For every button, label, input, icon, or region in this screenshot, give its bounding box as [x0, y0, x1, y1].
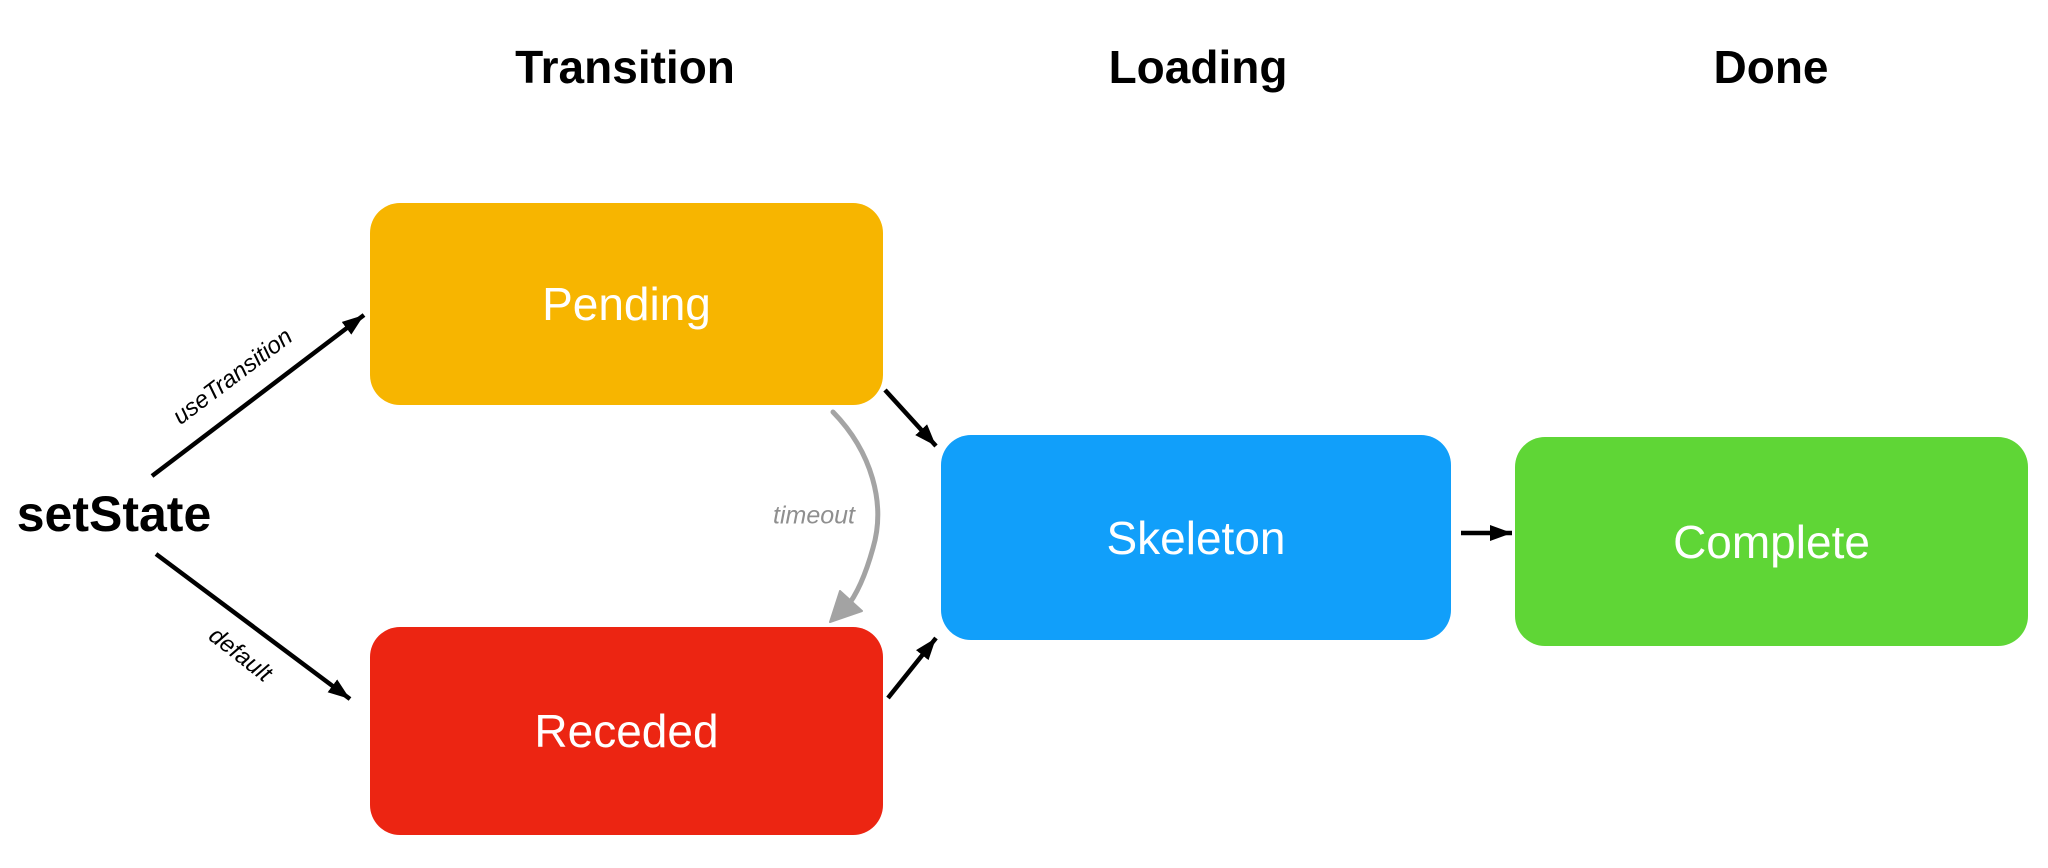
column-header-done: Done	[1713, 41, 1829, 93]
arrow-setstate-to-receded	[154, 552, 352, 701]
column-header-loading: Loading	[1108, 41, 1288, 93]
setstate-label: setState	[16, 486, 212, 542]
state-box-complete: Complete	[1515, 437, 2028, 646]
state-label-complete: Complete	[1673, 515, 1870, 568]
state-box-receded: Receded	[370, 627, 883, 835]
arrow-setstate-to-pending	[150, 313, 366, 478]
arrow-pending-to-skeleton	[883, 388, 938, 448]
timeout-curved-arrow	[829, 409, 881, 623]
arrow-receded-to-skeleton	[886, 636, 938, 700]
edge-label-timeout: timeout	[773, 501, 855, 530]
state-label-receded: Receded	[534, 705, 719, 757]
column-header-transition: Transition	[515, 41, 735, 93]
state-box-pending: Pending	[370, 203, 883, 405]
state-label-skeleton: Skeleton	[1106, 511, 1286, 564]
state-label-pending: Pending	[542, 278, 711, 330]
state-box-skeleton: Skeleton	[941, 435, 1451, 640]
